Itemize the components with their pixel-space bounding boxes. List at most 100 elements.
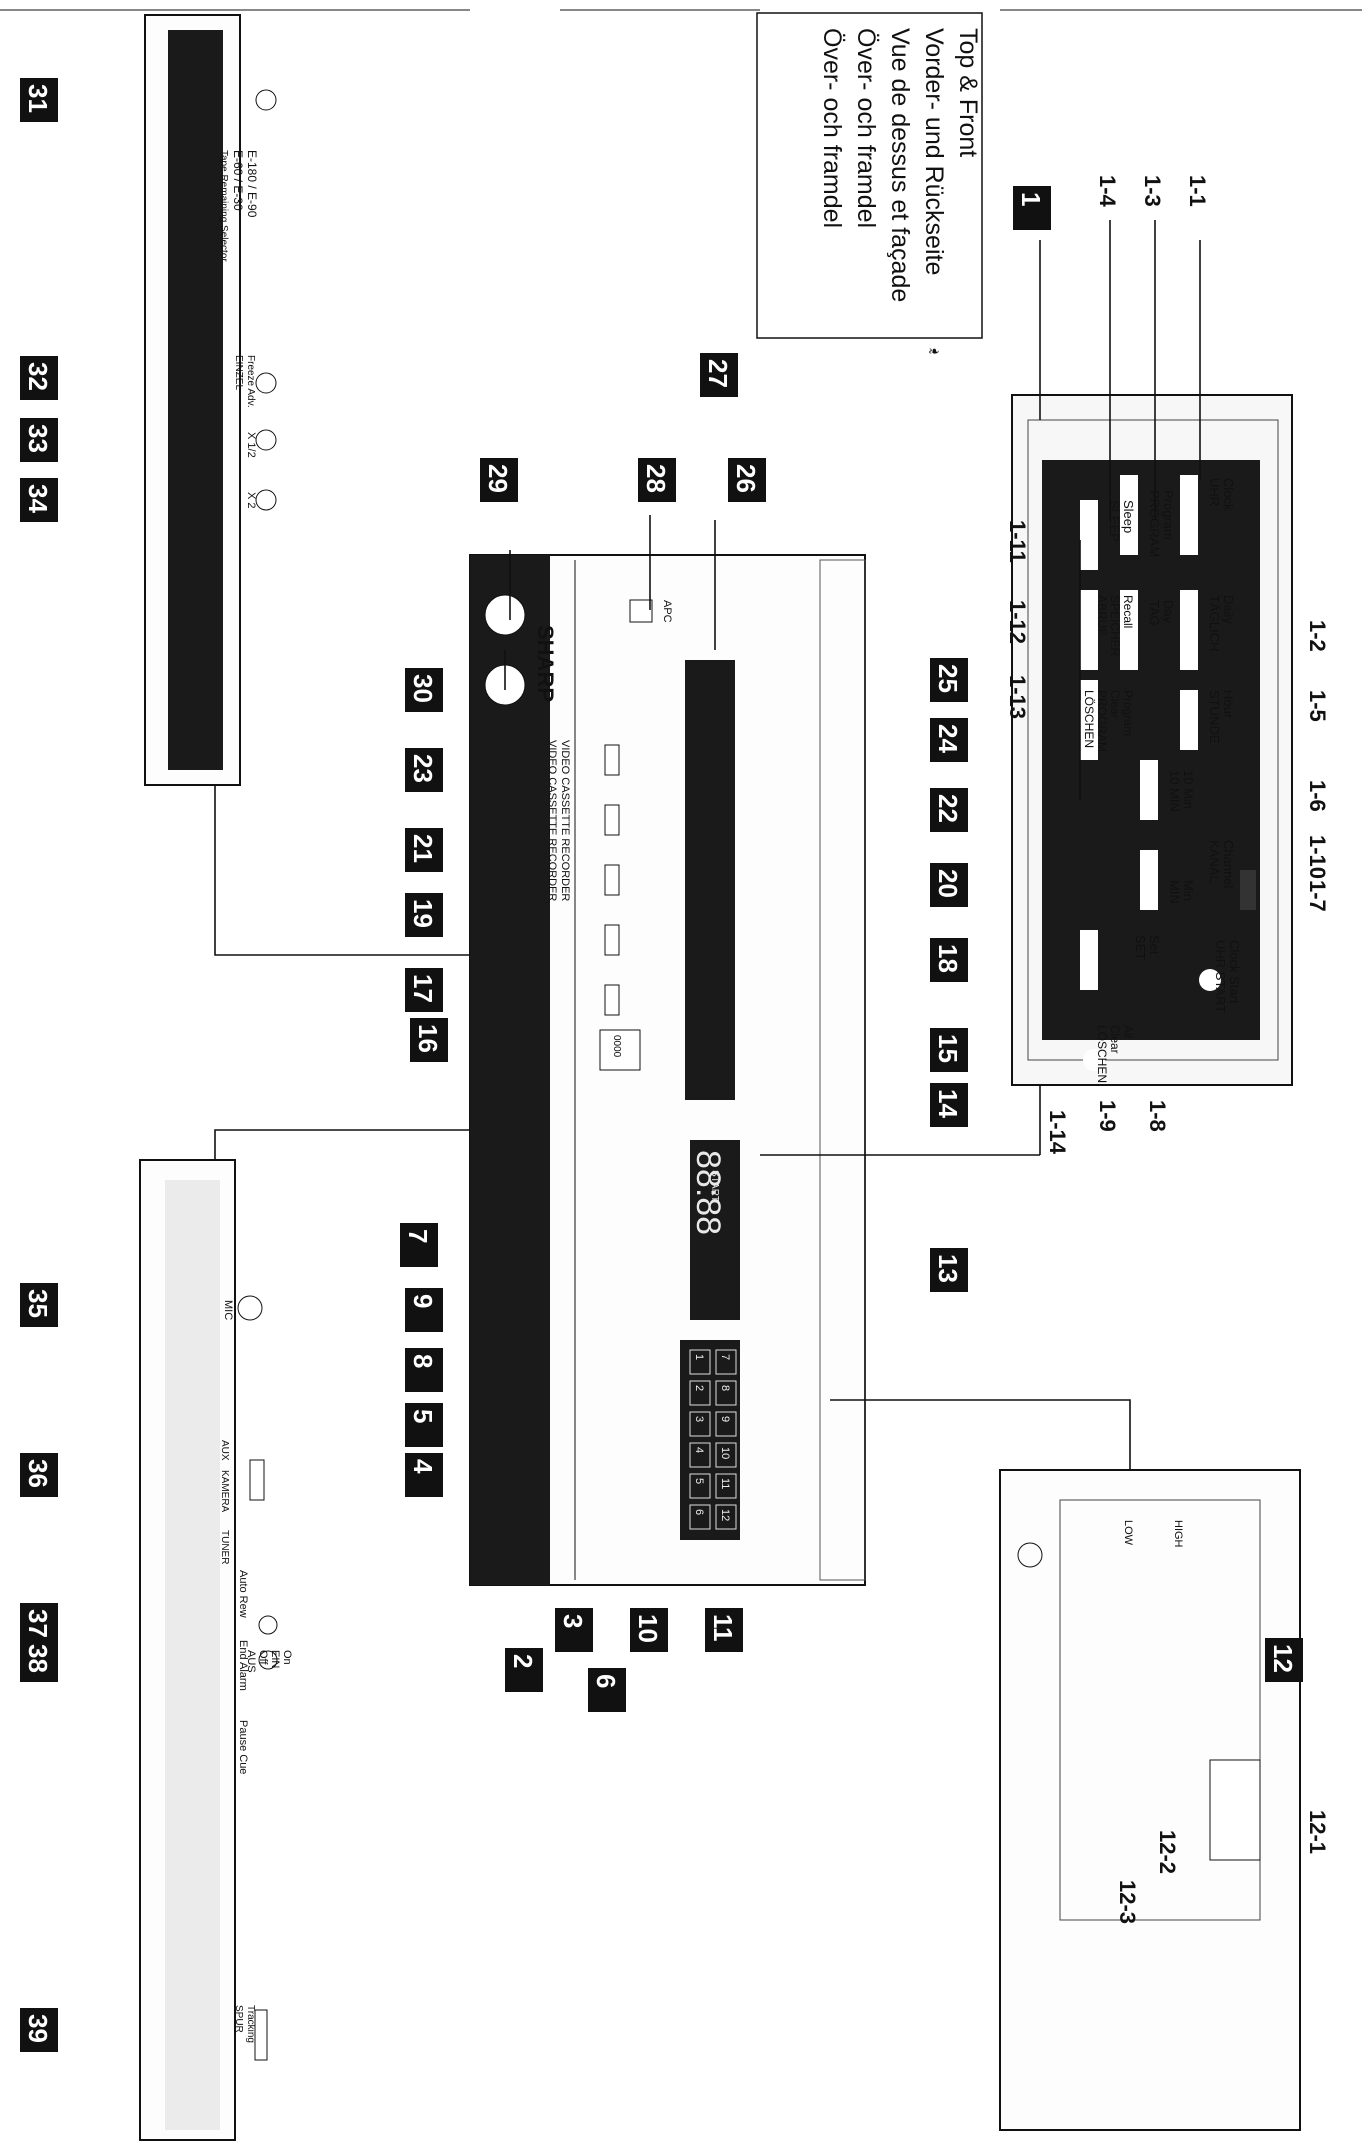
min-label-de: MIN xyxy=(1167,880,1182,904)
subcallout-12-1: 12-1 xyxy=(1305,1810,1330,1854)
subcallout-1-12: 1-12 xyxy=(1005,600,1030,644)
callout-12-label: 12 xyxy=(1268,1644,1298,1673)
program-clear-button[interactable] xyxy=(1080,680,1098,760)
callout-22: 22 xyxy=(930,788,968,832)
recall-label: Recall xyxy=(1121,595,1135,628)
callout-34-label: 34 xyxy=(23,484,53,513)
ten-min-button[interactable] xyxy=(1140,760,1158,820)
tape-option-1: E-180 / E-90 xyxy=(245,150,259,218)
preset-key-2[interactable] xyxy=(689,1380,711,1406)
mic-jack[interactable] xyxy=(237,1295,263,1321)
band-switch[interactable] xyxy=(1209,1759,1261,1861)
set-button[interactable] xyxy=(1080,930,1098,990)
transport-button-2[interactable] xyxy=(604,804,620,836)
preset-key-1[interactable] xyxy=(689,1349,711,1375)
callout-26: 26 xyxy=(728,458,766,502)
subcallout-1-3: 1-3 xyxy=(1140,175,1165,207)
end-alarm-switch[interactable] xyxy=(258,1650,278,1670)
tracking-control[interactable] xyxy=(254,2009,268,2061)
program-button[interactable] xyxy=(1120,475,1138,555)
sleep-label: Sleep xyxy=(1121,500,1136,533)
preset-key-5[interactable] xyxy=(689,1473,711,1499)
x-two-knob[interactable] xyxy=(255,489,277,511)
ten-min-label-de: 10 MIN xyxy=(1167,770,1182,812)
title-mark: ❧ xyxy=(928,343,940,359)
preset-key-12[interactable] xyxy=(715,1504,737,1530)
callout-31: 31 xyxy=(20,78,58,122)
clock-button[interactable] xyxy=(1180,475,1198,555)
clock-start-label: Clock Start xyxy=(1227,940,1242,1004)
apc-button[interactable] xyxy=(629,599,653,623)
transport-button-5[interactable] xyxy=(604,984,620,1016)
transport-button-4[interactable] xyxy=(604,924,620,956)
callout-4: 4 xyxy=(405,1453,443,1497)
hour-button[interactable] xyxy=(1180,690,1198,750)
x-half-knob[interactable] xyxy=(255,429,277,451)
preset-key-6[interactable] xyxy=(689,1504,711,1530)
auto-rew-switch[interactable] xyxy=(258,1615,278,1635)
model-name-line-1: VIDEO CASSETTE RECORDER xyxy=(559,740,571,901)
subcallout-1-8: 1-8 xyxy=(1145,1100,1170,1132)
freeze-adv-label-de: EINZEL xyxy=(233,355,244,390)
off-label: Off xyxy=(257,1650,269,1665)
aux-label: AUX xyxy=(219,1440,230,1461)
callout-3: 3 xyxy=(555,1608,593,1652)
day-button[interactable] xyxy=(1120,590,1138,670)
callout-21-label: 21 xyxy=(408,834,438,863)
end-alarm-label: End Alarm xyxy=(237,1640,249,1691)
preset-key-8[interactable] xyxy=(715,1380,737,1406)
callout-21: 21 xyxy=(405,828,443,872)
callout-6-label: 6 xyxy=(591,1674,621,1688)
hour-label-de: STUNDE xyxy=(1207,690,1222,744)
callout-30-label: 30 xyxy=(408,674,438,703)
transport-button-1[interactable] xyxy=(604,744,620,776)
tape-counter xyxy=(599,1029,641,1071)
start-label: START xyxy=(709,1170,720,1202)
tape-selector-knob[interactable] xyxy=(255,89,277,111)
right-door-panel: MIC AUX KAMERA TUNER Auto Rew End Alarm … xyxy=(139,1129,470,2141)
channel-selector[interactable] xyxy=(1240,870,1256,910)
leader-lines xyxy=(504,220,1201,1156)
freeze-adv-knob[interactable] xyxy=(255,372,277,394)
aux-selector[interactable] xyxy=(249,1459,265,1501)
transport-button-3[interactable] xyxy=(604,864,620,896)
channel-label-de: KANAL xyxy=(1207,840,1222,883)
preset-key-7[interactable] xyxy=(715,1349,737,1375)
callout-29-label: 29 xyxy=(483,464,513,493)
display-window xyxy=(685,660,735,1100)
callout-7: 7 xyxy=(400,1223,438,1267)
sleep-button[interactable] xyxy=(1080,500,1098,570)
all-clear-knob[interactable] xyxy=(1083,1049,1105,1071)
callout-32: 32 xyxy=(20,356,58,400)
callout-38: 38 xyxy=(20,1638,58,1682)
x-two-label: X 2 xyxy=(245,492,257,509)
mic-label: MIC xyxy=(222,1300,234,1320)
callout-11: 11 xyxy=(705,1608,743,1652)
callout-5: 5 xyxy=(405,1403,443,1447)
preset-key-11[interactable] xyxy=(715,1473,737,1499)
min-button[interactable] xyxy=(1140,850,1158,910)
clock-start-knob[interactable] xyxy=(1199,969,1221,991)
program-clear-label: Program xyxy=(1121,690,1135,736)
program-label-de: PROGRAM xyxy=(1147,490,1162,557)
preset-key-11-label: 11 xyxy=(719,1478,731,1489)
preset-key-3[interactable] xyxy=(689,1411,711,1437)
preset-key-9[interactable] xyxy=(715,1411,737,1437)
callout-2-label: 2 xyxy=(508,1654,538,1668)
title-line-5: Över- och framdel xyxy=(818,28,846,228)
callout-32-label: 32 xyxy=(23,362,53,391)
subcallout-12-3: 12-3 xyxy=(1115,1880,1140,1924)
recall-button[interactable] xyxy=(1080,590,1098,670)
daily-button[interactable] xyxy=(1180,590,1198,670)
callout-8-label: 8 xyxy=(408,1354,438,1368)
tuner-label: TUNER xyxy=(219,1530,230,1564)
preset-key-4[interactable] xyxy=(689,1442,711,1468)
counter-digits: 0000 xyxy=(611,1035,622,1058)
all-clear-label: All xyxy=(1121,1025,1135,1038)
preset-key-10[interactable] xyxy=(715,1442,737,1468)
callout-39: 39 xyxy=(20,2008,58,2052)
deck-front-base xyxy=(470,555,550,1585)
callout-17-label: 17 xyxy=(408,974,438,1003)
callout-36: 36 xyxy=(20,1453,58,1497)
camera-socket[interactable] xyxy=(484,594,526,636)
